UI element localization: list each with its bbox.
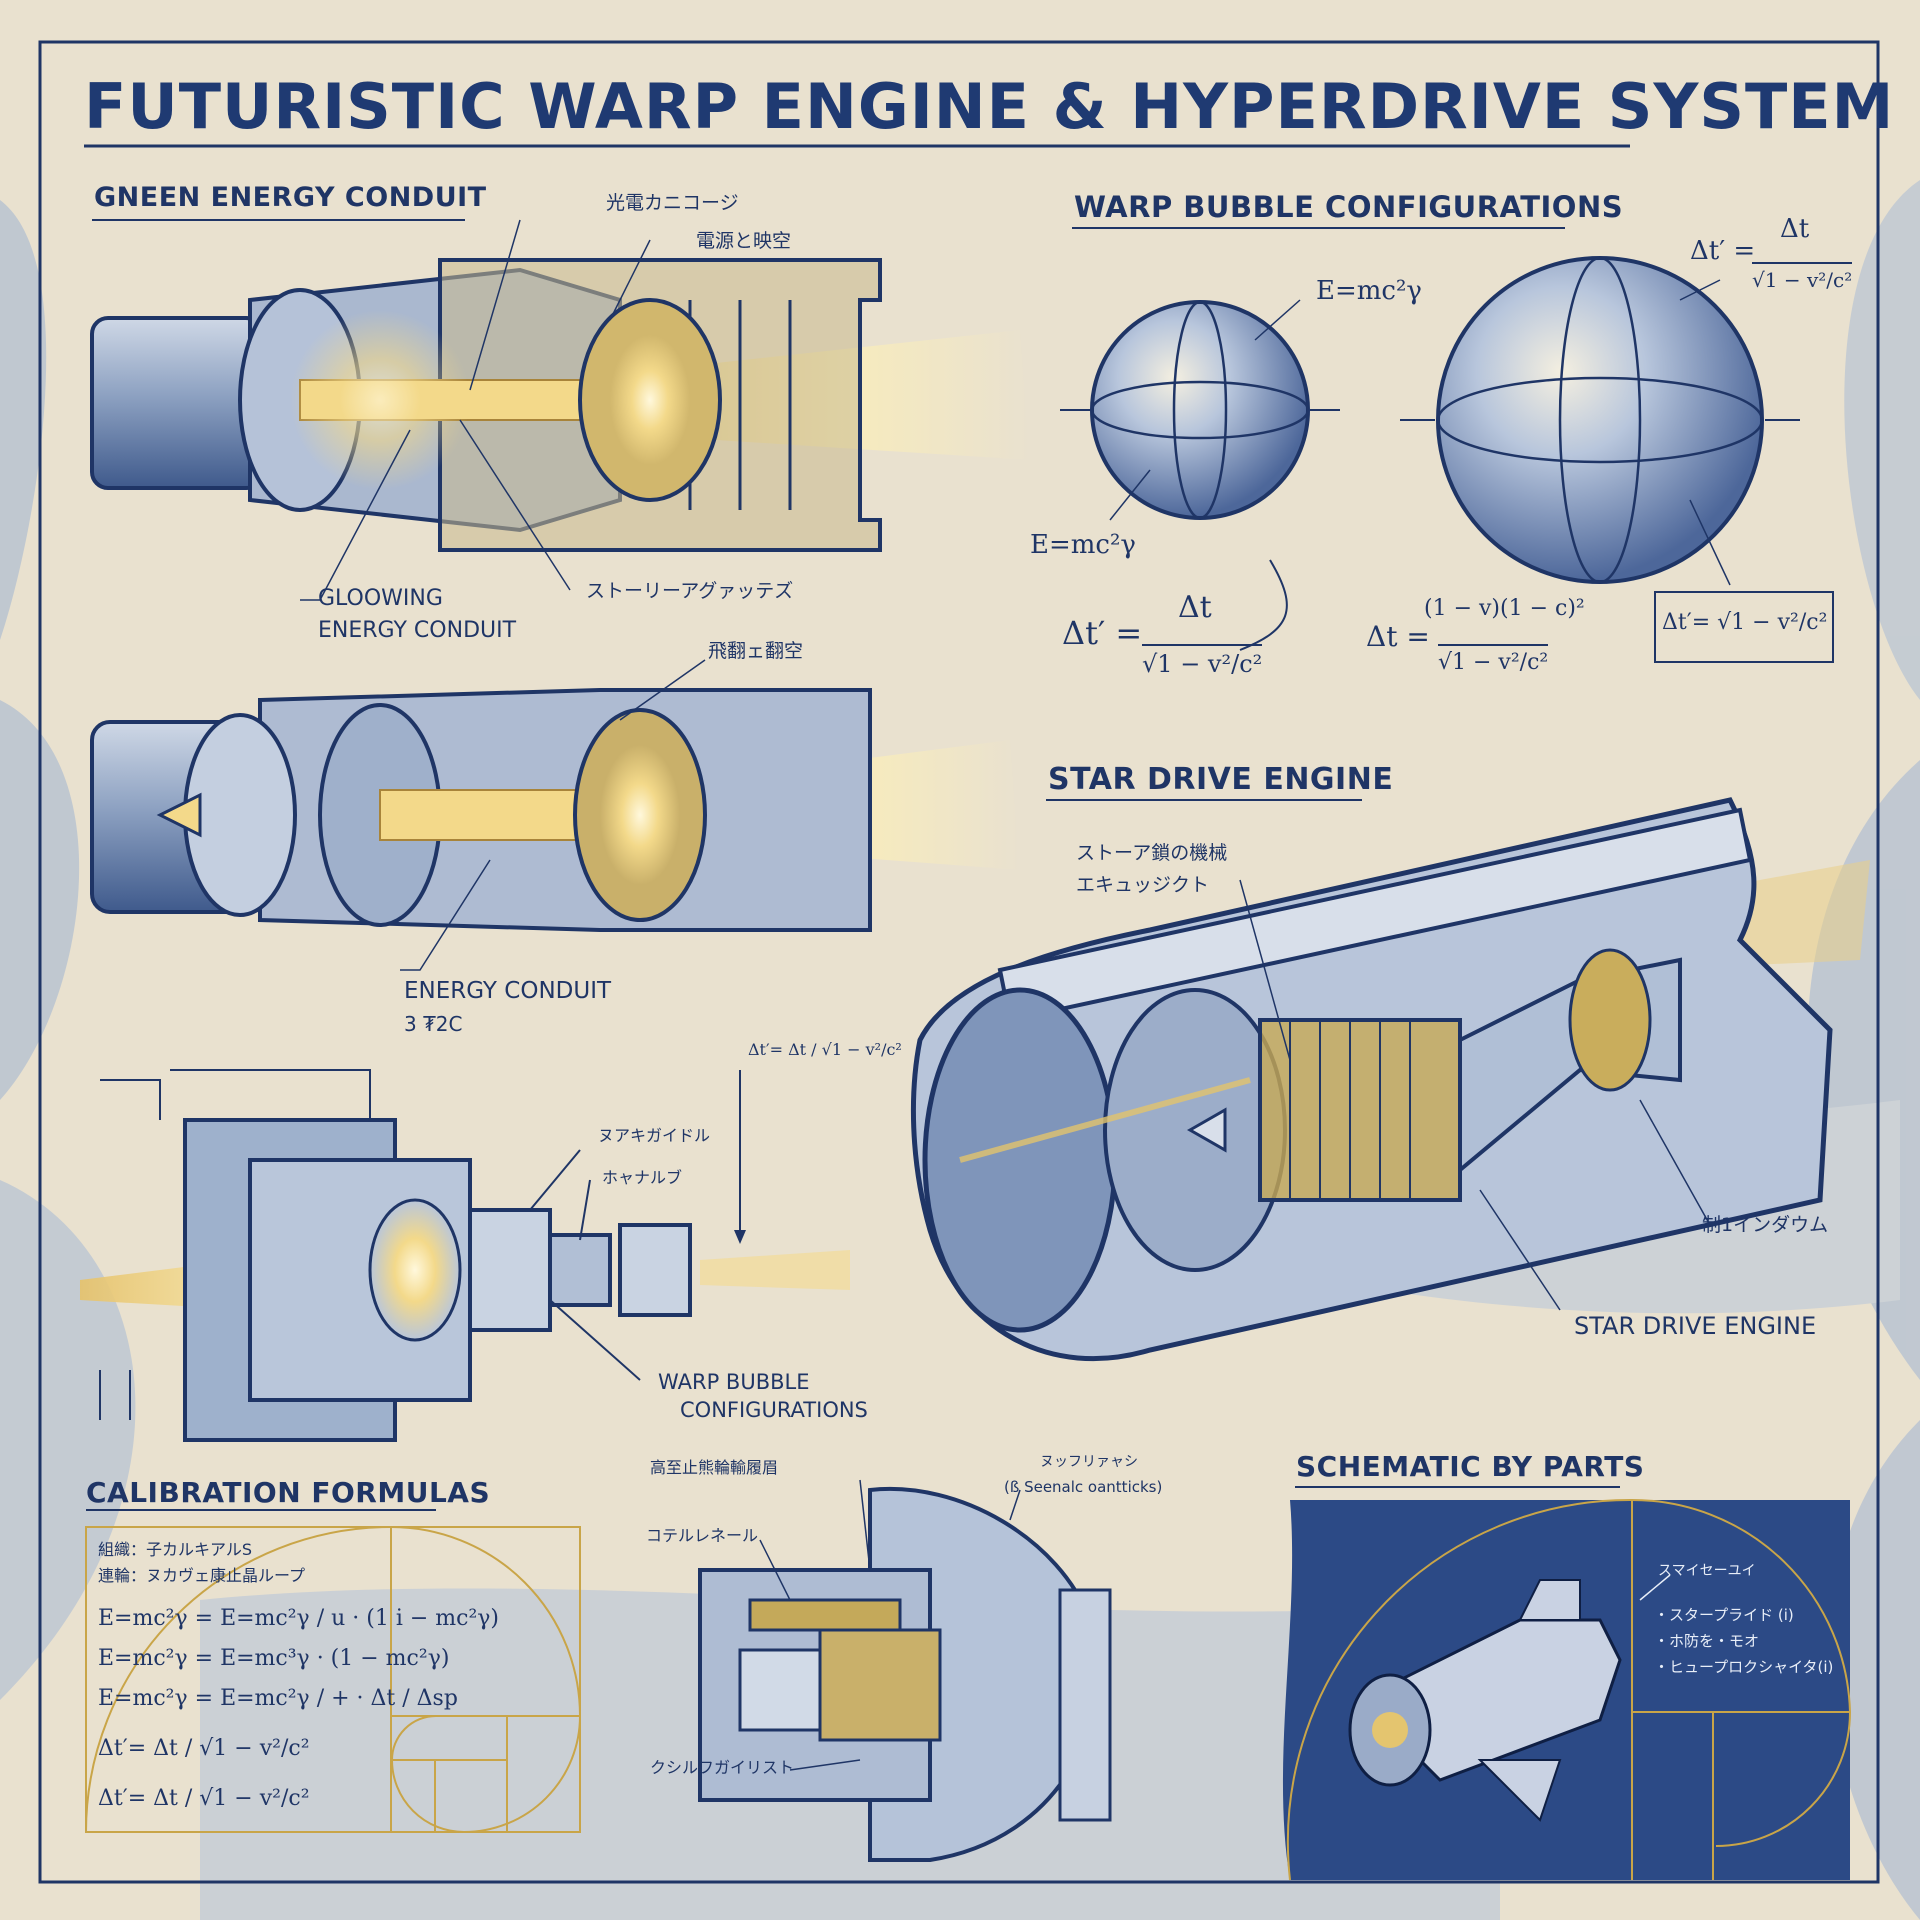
label-warp-cfg-2: CONFIGURATIONS [680,1398,868,1422]
page-frame [38,40,1880,1884]
label-jp-nozzle2: ホャナルブ [602,1168,683,1187]
calibration-line-7: Δt′= Δt / √1 − v²/c² [98,1786,310,1811]
calibration-line-2: 連輪：ヌカヴェ康止晶ループ [98,1566,306,1585]
label-jp-star3: 制1インダウム [1702,1214,1829,1236]
label-jp-nozzle1: ヌアキガイドル [598,1126,711,1145]
label-jp-bottom3: クシルフガイリスト [650,1758,795,1777]
label-star-drive-engine: STAR DRIVE ENGINE [1574,1312,1817,1340]
section-underlines [86,219,1620,1511]
calibration-line-3: E=mc²γ = E=mc²γ / u · (1 i − mc²γ) [98,1606,500,1631]
label-energy-conduit: ENERGY CONDUIT [404,978,612,1004]
formula-emc2-left: E=mc²γ [1030,530,1136,560]
section-heading-star-drive: STAR DRIVE ENGINE [1048,762,1394,797]
schematic-jp-title: スマイセーユイ [1658,1563,1756,1579]
label-jp-bottom1: 高至止熊輪輸履眉 [650,1458,779,1477]
section-heading-warp-bubble: WARP BUBBLE CONFIGURATIONS [1074,190,1624,224]
section-heading-calibration: CALIBRATION FORMULAS [86,1476,491,1509]
engine-cutaway-middle [90,659,1020,971]
formula-dt-num2: (1 − v)(1 − c)² [1424,596,1585,621]
star-drive-engine-drawing [910,797,1870,1361]
warp-bubble-sphere-large [1400,256,1800,586]
schematic-bullet-3: ・ヒュープロクシャイタ(i) [1654,1658,1834,1676]
formula-dt-topright: Δt′ = [1690,236,1756,266]
schematic-panel [1282,1498,1852,1881]
label-jp-stream: ストーリーアグァッテズ [586,580,794,602]
schematic-bullet-1: ・スタープライド (i) [1654,1606,1794,1624]
boxed-formula-frame [1654,591,1834,663]
label-jp-bottom4: ヌッフリァャシ [1040,1454,1138,1470]
label-jp-star2: エキュッジクト [1076,874,1210,896]
calibration-line-1: 組織：子カルキアルS [98,1540,252,1559]
formula-dt-eq: Δt = [1366,620,1430,653]
spaceship-drawing [1348,1579,1622,1822]
section-heading-green-conduit: GNEEN ENERGY CONDUIT [94,182,487,213]
formula-dt-topright-den: √1 − v²/c² [1752,262,1853,292]
label-jp-mid: 飛翻ェ翻空 [708,640,804,662]
formula-dt-den2: √1 − v²/c² [1438,644,1549,676]
calibration-line-6: Δt′= Δt / √1 − v²/c² [98,1736,310,1761]
schematic-bullet-2: ・ホ防を・モオ [1654,1632,1760,1650]
calibration-line-4: E=mc²γ = E=mc³γ · (1 − mc²γ) [98,1646,450,1671]
label-scene-note: (ß Seenalc oantticks) [1004,1478,1163,1496]
label-jp-bottom2: コテルレネール [646,1526,759,1545]
label-jp-top1: 光電カニコージ [606,192,739,214]
label-glowing-2: ENERGY CONDUIT [318,618,517,643]
section-heading-schematic: SCHEMATIC BY PARTS [1296,1450,1645,1483]
formula-dt-den: √1 − v²/c² [1142,644,1263,679]
formula-dt-small: Δt′= Δt / √1 − v²/c² [748,1040,902,1059]
calibration-golden-spiral [85,1525,582,1834]
label-jp-top2: 電源と映空 [696,230,792,252]
formula-dt-topright-num: Δt [1780,214,1810,244]
label-code-3f2c: 3 ₮2C [404,1012,463,1036]
calibration-line-5: E=mc²γ = E=mc²γ / + · Δt / Δsp [98,1686,458,1711]
label-jp-star1: ストーア鎖の機械 [1076,842,1228,864]
coupling-component-drawing [698,1479,1112,1862]
warp-bubble-sphere-small [1060,299,1340,651]
engine-cutaway-lower [80,1069,850,1442]
formula-dt-num: Δt [1178,590,1212,625]
engine-cutaway-top [90,219,1030,601]
formula-dt-boxed: Δt′= √1 − v²/c² [1662,610,1828,635]
label-glowing-1: GLOOWING [318,586,443,611]
formula-emc2-top: E=mc²γ [1316,276,1422,306]
formula-dt-prime: Δt′ = [1062,614,1143,652]
label-warp-cfg-1: WARP BUBBLE [658,1370,810,1394]
page-title: FUTURISTIC WARP ENGINE & HYPERDRIVE SYST… [84,70,1895,143]
